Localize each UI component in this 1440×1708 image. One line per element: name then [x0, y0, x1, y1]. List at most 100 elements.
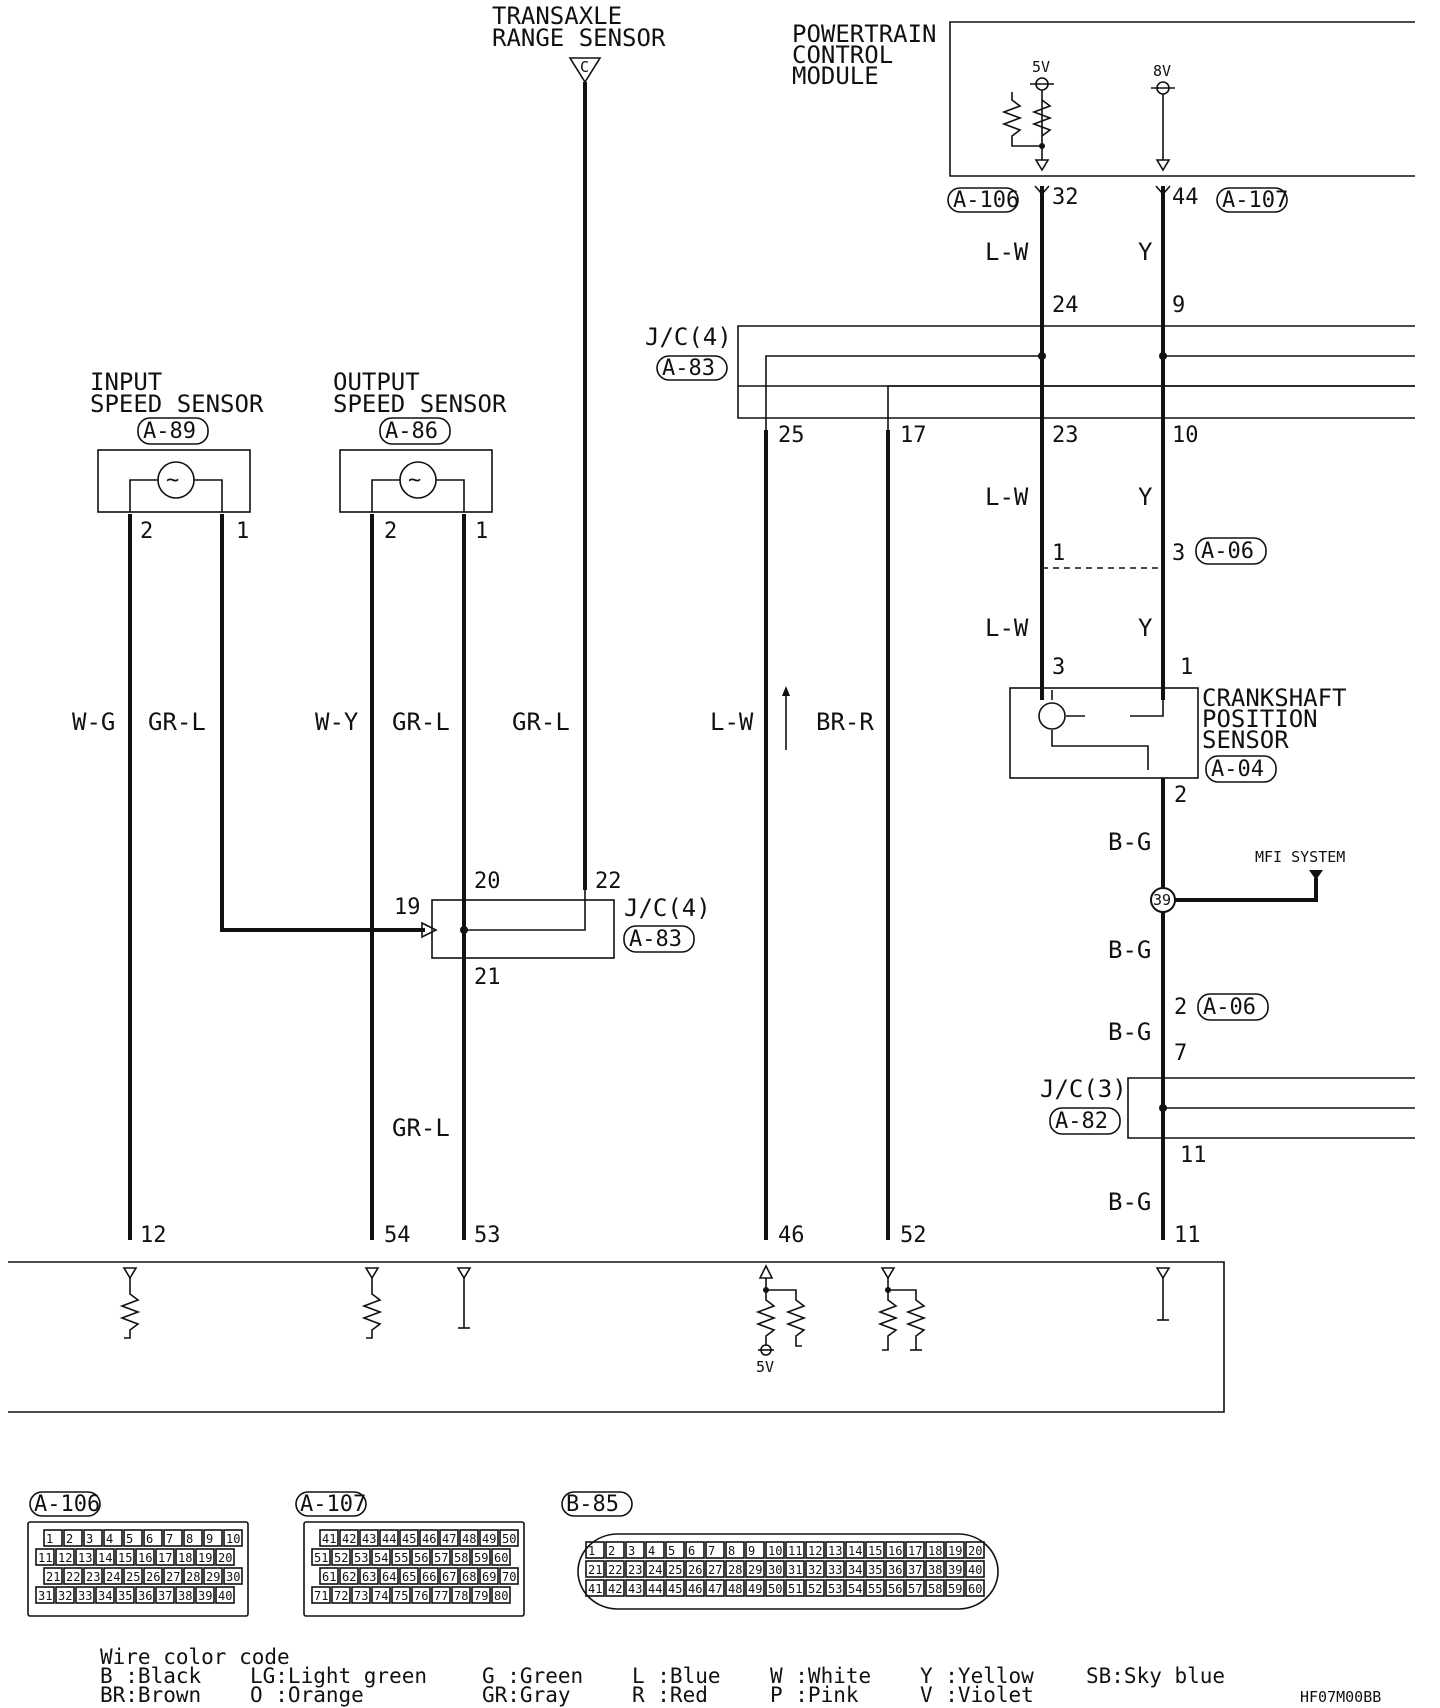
- connector-cell-number: 47: [442, 1532, 456, 1546]
- connector-cell-number: 74: [374, 1589, 388, 1603]
- connector-cell: [585, 1560, 605, 1578]
- output-speed-sensor-label: OUTPUT SPEED SENSOR: [333, 368, 507, 418]
- oss-line1: OUTPUT: [333, 368, 420, 396]
- connector-cell: [319, 1567, 339, 1585]
- jc3-node: [1159, 1104, 1167, 1112]
- connector-face-label-badge-a106: [29, 1491, 101, 1517]
- connector-cell-number: 23: [86, 1570, 100, 1584]
- iss-line1: INPUT: [90, 368, 162, 396]
- output-speed-sensor-box: [339, 449, 493, 513]
- input-speed-conn-label: A-89: [143, 419, 196, 444]
- wire-color-legend: Wire color code B :Black BR:Brown LG:Lig…: [100, 1645, 1381, 1707]
- connector-cell-number: 23: [628, 1563, 642, 1577]
- connector-cell-number: 50: [502, 1532, 516, 1546]
- pcm-resistor-1: [1031, 99, 1053, 137]
- connector-cell: [605, 1579, 625, 1597]
- connector-cell: [163, 1529, 183, 1547]
- output-speed-conn-label: A-86: [385, 419, 438, 444]
- connector-cell: [705, 1541, 725, 1559]
- iss-lead-2: [129, 479, 158, 512]
- connector-face-label-badge-b85: [561, 1491, 633, 1517]
- a06-upper-badge: [1195, 537, 1267, 565]
- connector-cell: [103, 1529, 123, 1547]
- connector-cell: [471, 1548, 491, 1566]
- connector-cell: [75, 1548, 95, 1566]
- legend-br: BR:Brown: [100, 1683, 201, 1707]
- connector-cell-number: 17: [158, 1551, 172, 1565]
- connector-cell-number: 27: [708, 1563, 722, 1577]
- connector-cell: [625, 1541, 645, 1559]
- connector-cell-number: 43: [362, 1532, 376, 1546]
- wire-label-lw1: L-W: [985, 238, 1029, 266]
- connector-cell: [35, 1548, 55, 1566]
- connector-cell: [925, 1579, 945, 1597]
- jc4-top-box: [737, 325, 1415, 419]
- connector-cell-number: 27: [166, 1570, 180, 1584]
- connector-cell: [885, 1541, 905, 1559]
- diagram-code: HF07M00BB: [1300, 1688, 1381, 1706]
- connector-face-shell-a106: [27, 1521, 249, 1617]
- connector-cell-number: 48: [728, 1582, 742, 1596]
- connector-cell-number: 69: [482, 1570, 496, 1584]
- legend-b: B :Black: [100, 1664, 202, 1688]
- pin-3-cks: 3: [1052, 655, 1065, 680]
- connector-cell: [75, 1586, 95, 1604]
- connector-cell: [451, 1548, 471, 1566]
- connector-cell-number: 52: [334, 1551, 348, 1565]
- connector-cell-number: 49: [482, 1532, 496, 1546]
- connector-cell-number: 39: [948, 1563, 962, 1577]
- connector-cell-number: 15: [868, 1544, 882, 1558]
- pcm-label: POWERTRAIN CONTROL MODULE: [792, 20, 951, 90]
- connector-cell: [845, 1541, 865, 1559]
- pin-7: 7: [1174, 1041, 1187, 1066]
- connector-cell: [103, 1567, 123, 1585]
- connector-cell: [371, 1586, 391, 1604]
- connector-cell: [359, 1567, 379, 1585]
- connector-cell-number: 16: [888, 1544, 902, 1558]
- pcm-box: [949, 21, 1415, 177]
- connector-cell: [645, 1579, 665, 1597]
- a06-lower-label: A-06: [1203, 995, 1256, 1020]
- connector-cell: [605, 1541, 625, 1559]
- connector-cell-number: 3: [628, 1544, 635, 1558]
- connector-cell: [195, 1586, 215, 1604]
- connector-cell-number: 7: [166, 1532, 173, 1546]
- connector-cell-number: 46: [688, 1582, 702, 1596]
- connector-cell-number: 32: [58, 1589, 72, 1603]
- connector-cell: [705, 1560, 725, 1578]
- connector-cell: [705, 1579, 725, 1597]
- connector-cell-number: 5: [668, 1544, 675, 1558]
- connector-cell: [785, 1560, 805, 1578]
- connector-cell-number: 35: [868, 1563, 882, 1577]
- wire-grl-input: [220, 514, 425, 932]
- connector-cell: [339, 1529, 359, 1547]
- output-sensor-tilde: ~: [408, 468, 421, 493]
- connector-cell-number: 55: [394, 1551, 408, 1565]
- wire-label-brr: BR-R: [816, 708, 874, 736]
- connector-cell-number: 19: [198, 1551, 212, 1565]
- pcm-line2: CONTROL: [792, 41, 893, 69]
- jc4-top-conn-badge: [656, 355, 728, 381]
- conn-a107-label: A-107: [1222, 188, 1288, 213]
- connector-cell-number: 43: [628, 1582, 642, 1596]
- jc4-mid-conn-label: A-83: [629, 927, 682, 952]
- jc4-mid-conn-badge: [623, 925, 695, 953]
- connector-cell: [945, 1560, 965, 1578]
- connector-cell: [399, 1529, 419, 1547]
- connector-cell-number: 29: [748, 1563, 762, 1577]
- connector-cell: [885, 1579, 905, 1597]
- connector-cell-number: 12: [58, 1551, 72, 1565]
- crankshaft-transistor-icon: [1038, 702, 1066, 730]
- connector-cell: [479, 1567, 499, 1585]
- jc4-mid-label: J/C(4): [624, 894, 711, 922]
- mfi-system-label: MFI SYSTEM: [1255, 848, 1345, 866]
- connector-cell-number: 30: [768, 1563, 782, 1577]
- wire-label-bg2: B-G: [1108, 936, 1151, 964]
- connector-cell-number: 79: [474, 1589, 488, 1603]
- connector-cell: [805, 1560, 825, 1578]
- connector-cell-number: 42: [608, 1582, 622, 1596]
- connector-cell: [905, 1541, 925, 1559]
- connector-cell: [215, 1548, 235, 1566]
- connector-cell: [965, 1541, 985, 1559]
